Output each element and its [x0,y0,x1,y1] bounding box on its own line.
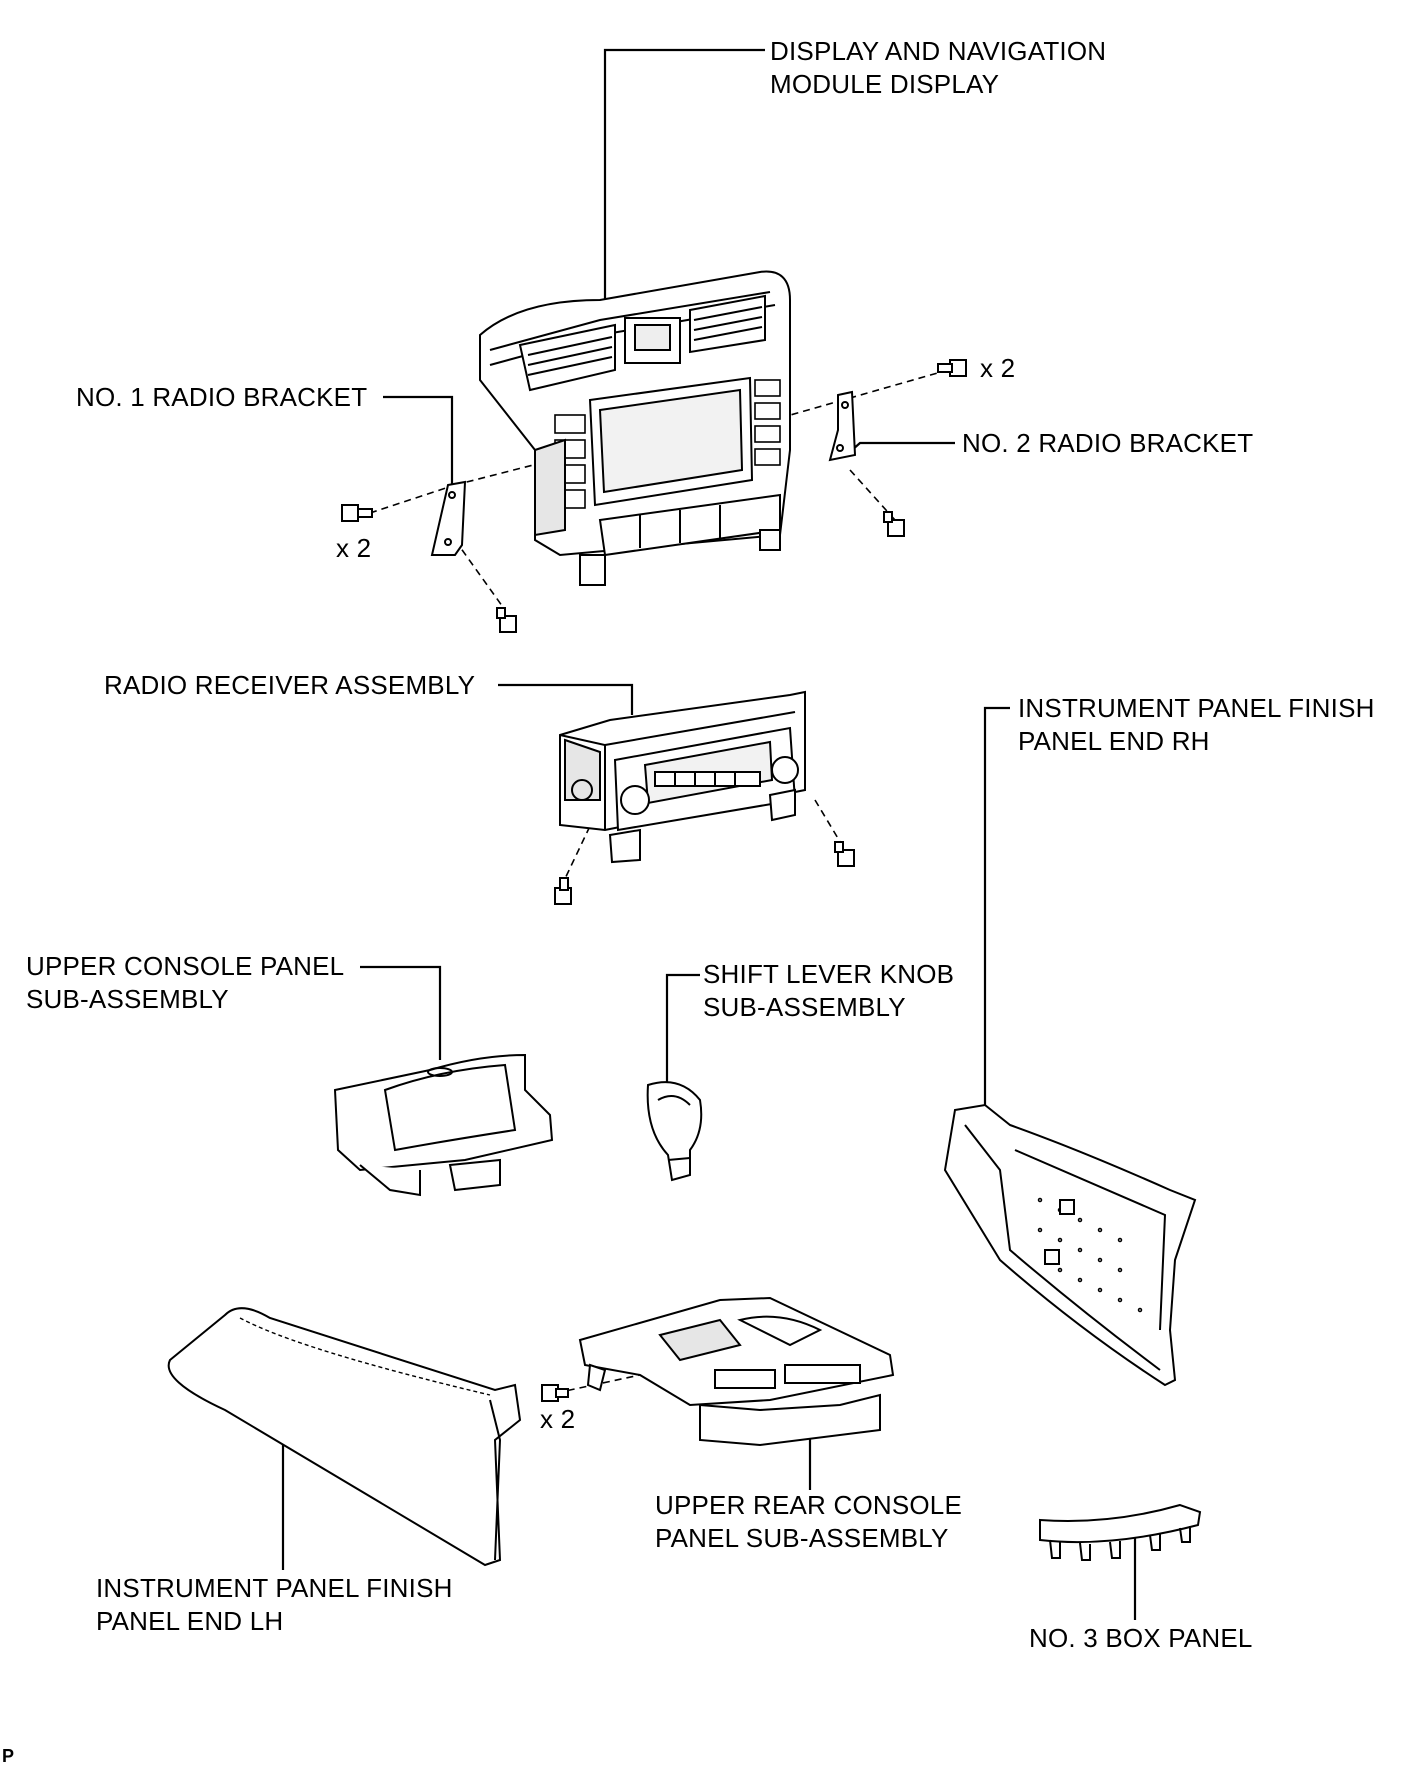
bolt-right-bracket-side [937,359,967,377]
label-display-nav-line1: DISPLAY AND NAVIGATION [770,36,1107,66]
label-ip-finish-rh-line1: INSTRUMENT PANEL FINISH [1018,693,1375,723]
leader-no1-bracket [383,395,454,490]
ip-finish-panel-rh-drawing [943,1103,1197,1387]
bolt-rear-console [541,1384,569,1402]
label-ip-finish-lh-line2: PANEL END LH [96,1606,284,1636]
label-no2-radio-bracket: NO. 2 RADIO BRACKET [962,428,1254,458]
ip-finish-panel-lh-drawing [167,1307,522,1567]
bolt-left-bracket-side [341,504,373,522]
label-qty-left-bolts: x 2 [336,533,372,563]
label-no1-radio-bracket: NO. 1 RADIO BRACKET [76,382,368,412]
bolt-radio-right [834,841,855,867]
radio-receiver-drawing [559,690,806,864]
label-no3-box-panel: NO. 3 BOX PANEL [1029,1623,1253,1653]
label-ip-finish-lh-line1: INSTRUMENT PANEL FINISH [96,1573,453,1603]
label-shift-knob-line1: SHIFT LEVER KNOB [703,959,955,989]
leader-ip-rh [983,706,1010,1105]
upper-rear-console-drawing [578,1296,895,1447]
leader-lines [281,48,1137,1620]
leader-radio-receiver [498,683,634,715]
label-display-nav-line2: MODULE DISPLAY [770,69,1000,99]
bolt-right-bracket-bottom [883,511,905,537]
label-upper-console-line1: UPPER CONSOLE PANEL [26,951,345,981]
leader-upper-console [360,965,442,1060]
leader-no2-bracket [851,441,955,451]
label-shift-knob-line2: SUB-ASSEMBLY [703,992,906,1022]
no3-box-panel-drawing [1039,1503,1202,1561]
leader-display-nav [603,48,765,300]
upper-console-drawing [333,1053,554,1197]
bolt-left-bracket-bottom [496,607,517,633]
label-qty-right-bolts: x 2 [980,353,1016,383]
label-ip-finish-rh-line2: PANEL END RH [1018,726,1210,756]
label-upper-console-line2: SUB-ASSEMBLY [26,984,229,1014]
bolts [341,359,967,1402]
label-upper-rear-console-line2: PANEL SUB-ASSEMBLY [655,1523,949,1553]
no2-radio-bracket-drawing [828,390,857,462]
display-navigation-module-drawing [479,270,791,586]
shift-knob-drawing [646,1081,703,1182]
no1-radio-bracket-drawing [430,480,467,556]
label-upper-rear-console-line1: UPPER REAR CONSOLE [655,1490,963,1520]
figure-code: P [2,1746,15,1766]
label-qty-rear-console-bolts: x 2 [540,1404,576,1434]
label-radio-receiver: RADIO RECEIVER ASSEMBLY [104,670,476,700]
bolt-radio-left [554,877,572,905]
leader-shift-knob [665,973,700,1085]
